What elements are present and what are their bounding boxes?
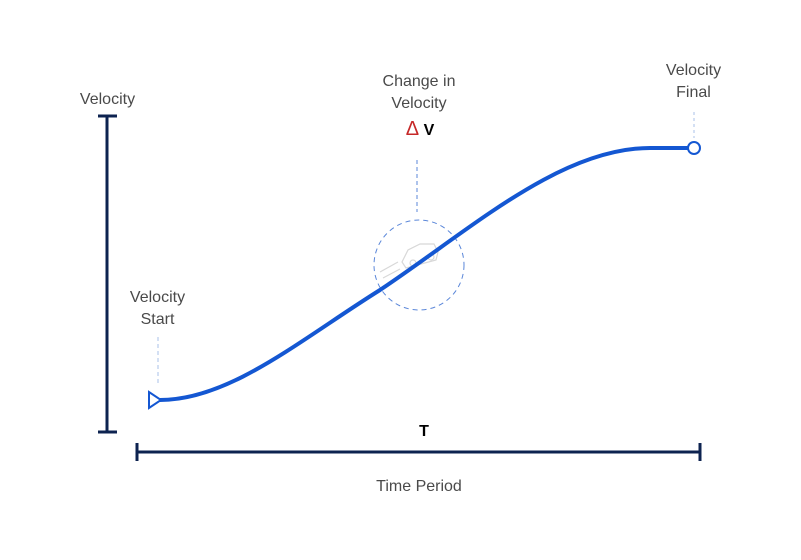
velocity-start-label: Velocity Start bbox=[110, 287, 205, 331]
velocity-curve bbox=[159, 146, 690, 402]
velocity-axis bbox=[98, 114, 117, 434]
change-line2: Velocity bbox=[391, 95, 447, 112]
delta-v-label: Δ V bbox=[380, 118, 460, 142]
final-line2: Final bbox=[676, 84, 711, 101]
time-axis bbox=[135, 443, 702, 461]
start-marker bbox=[148, 390, 163, 410]
final-marker bbox=[687, 141, 701, 155]
delta-symbol: Δ bbox=[405, 118, 419, 140]
velocity-start-line2: Start bbox=[140, 311, 175, 328]
change-highlight-circle bbox=[373, 219, 465, 311]
time-period-label: Time Period bbox=[376, 478, 462, 495]
t-label: T bbox=[419, 423, 429, 440]
change-line1: Change in bbox=[382, 73, 456, 90]
velocity-axis-label: Velocity bbox=[79, 91, 136, 108]
final-line1: Velocity bbox=[665, 62, 722, 79]
car-icon bbox=[379, 243, 439, 279]
velocity-final-label: Velocity Final bbox=[646, 60, 741, 104]
delta-v-text: V bbox=[423, 122, 435, 139]
change-in-velocity-label: Change in Velocity bbox=[360, 71, 478, 115]
velocity-start-line1: Velocity bbox=[129, 289, 186, 306]
